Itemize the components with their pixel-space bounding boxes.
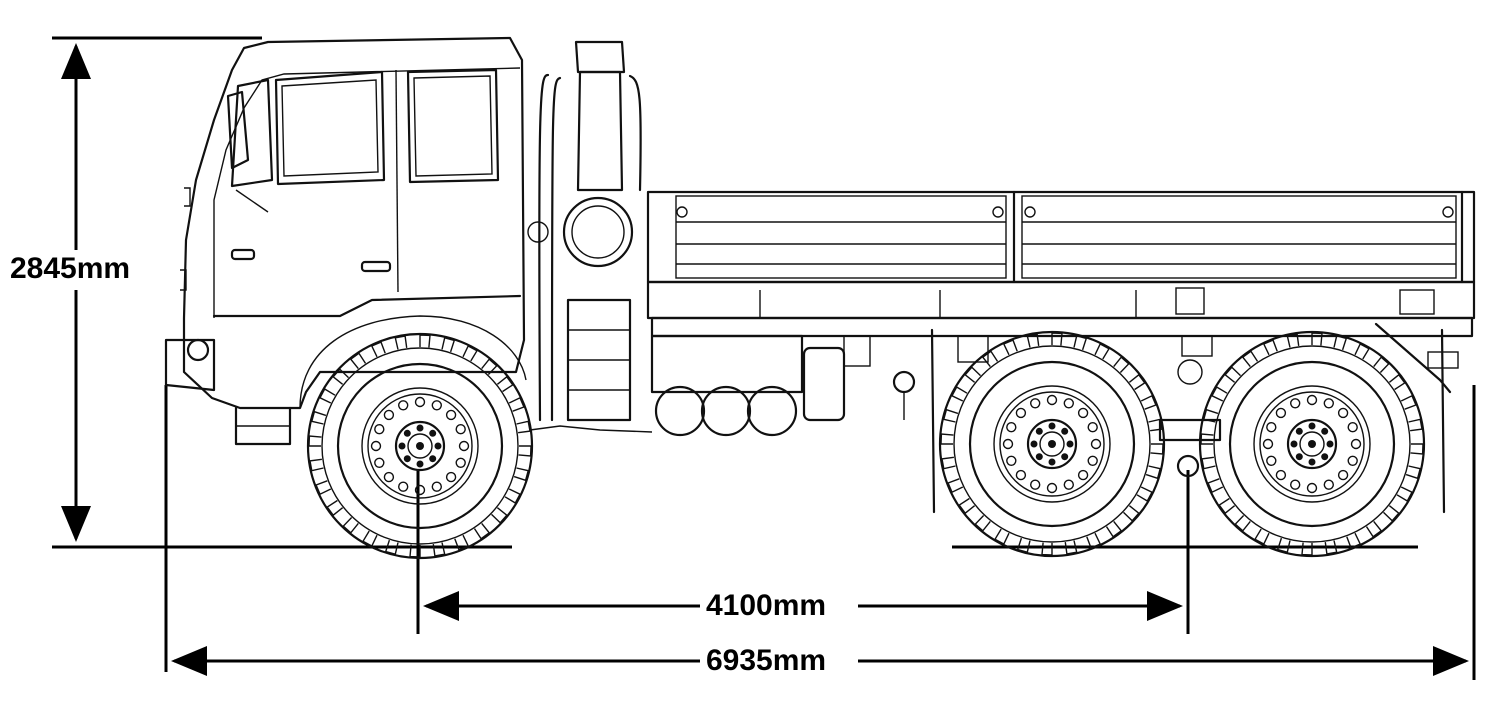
- tire-treads: [308, 332, 1424, 558]
- cargo-bed: [646, 190, 1476, 320]
- length-dimension: [164, 385, 1476, 680]
- exhaust-stack: [527, 40, 642, 422]
- chassis: [529, 316, 1474, 514]
- wheelbase-label: 4100mm: [706, 589, 827, 623]
- height-label: 2845mm: [10, 252, 131, 286]
- height-dimension: [52, 36, 512, 549]
- middle-rear-wheel: [938, 330, 1166, 558]
- truck-cab: [164, 36, 527, 446]
- length-label: 6935mm: [706, 644, 827, 678]
- rear-wheel: [1198, 330, 1426, 558]
- front-wheel: [306, 332, 534, 560]
